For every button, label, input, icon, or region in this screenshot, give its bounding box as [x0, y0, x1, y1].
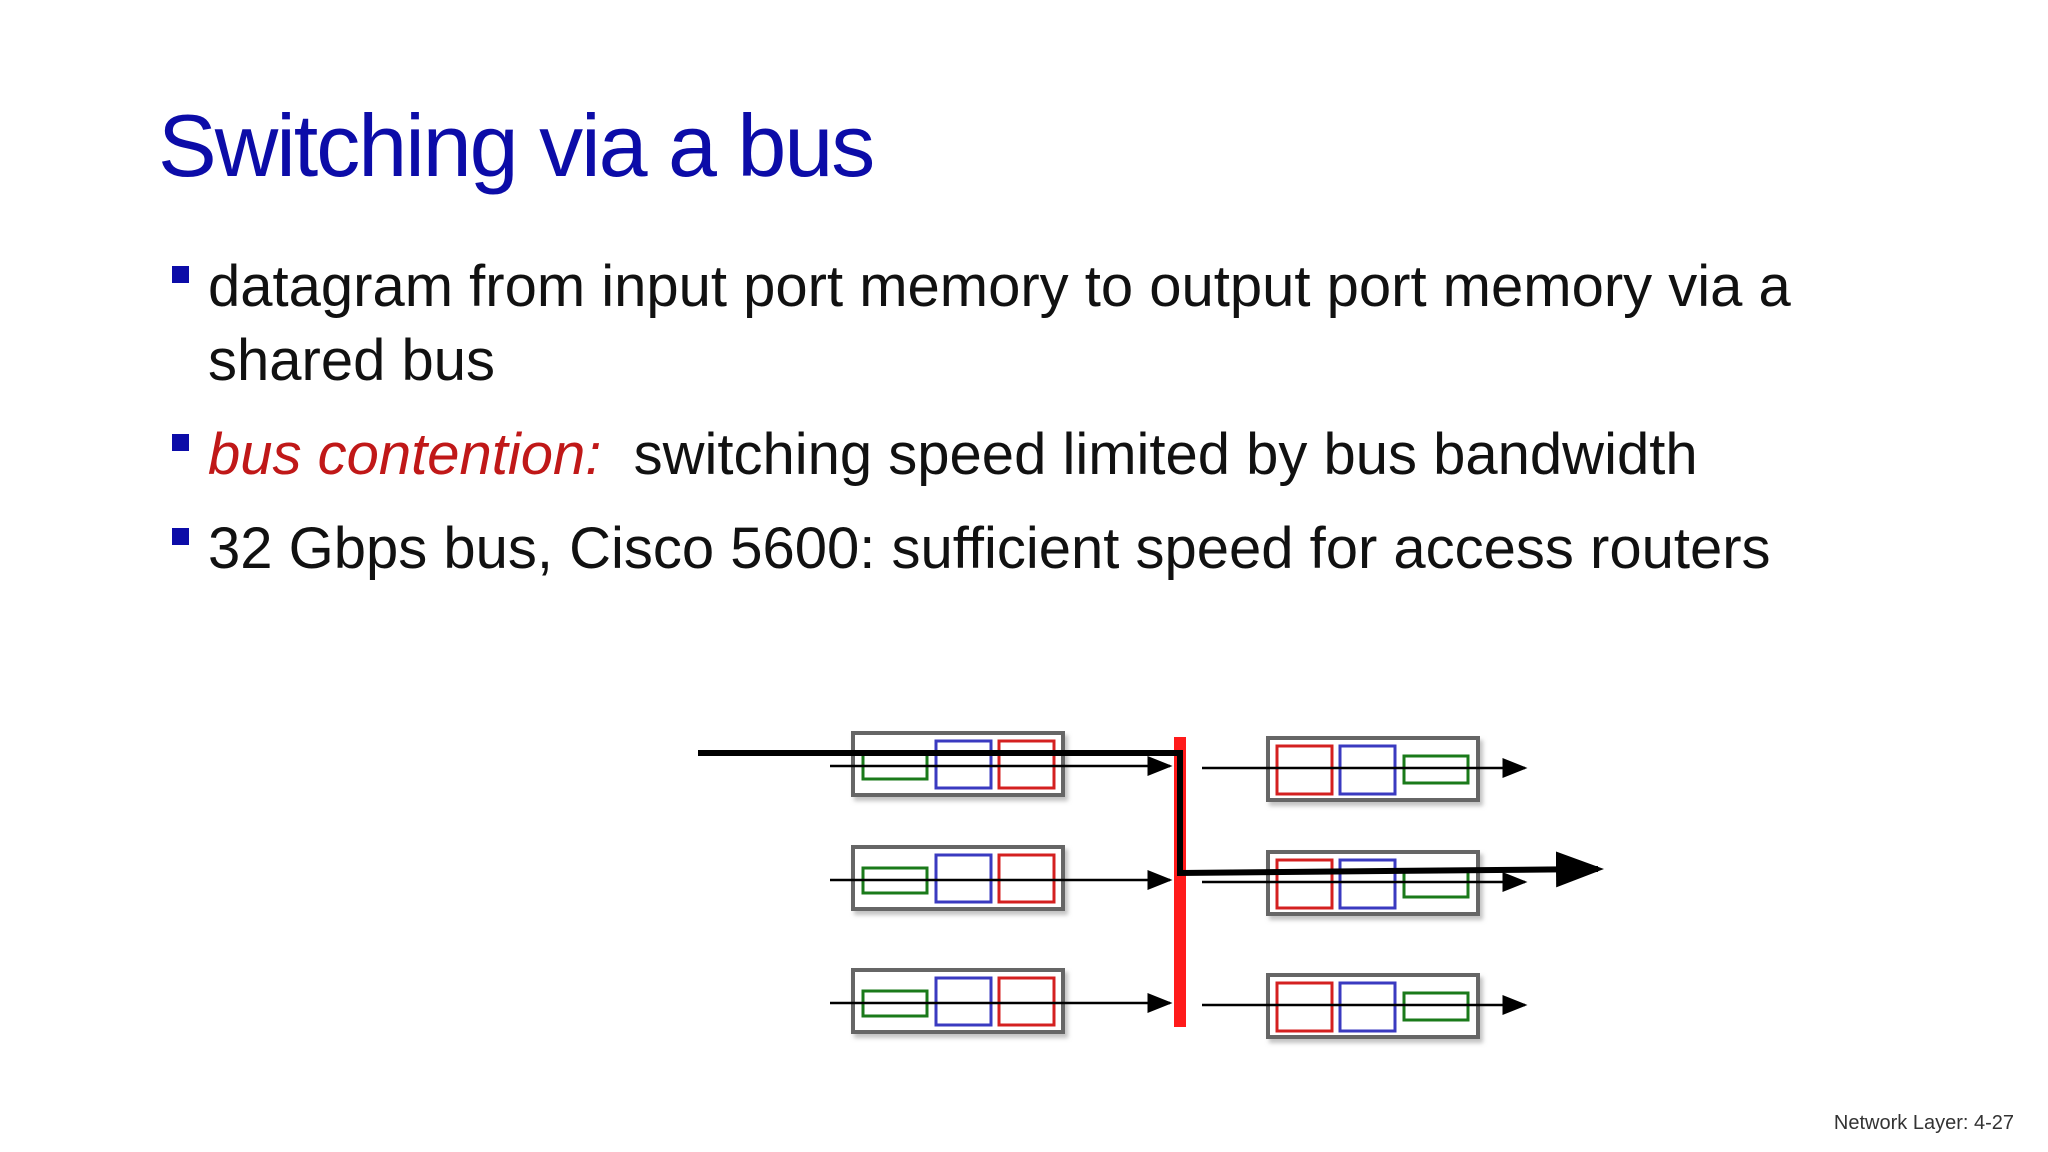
packet-cell: [1402, 754, 1470, 785]
bullet-text: datagram from input port memory to outpu…: [208, 254, 1791, 393]
bullet-emphasis: bus contention:: [208, 422, 602, 487]
packet-cell: [997, 853, 1056, 904]
slide-footer: Network Layer: 4-27: [1833, 1112, 2014, 1134]
packet-cell: [934, 976, 993, 1027]
packet-cell: [934, 853, 993, 904]
packet-cell: [1338, 858, 1397, 910]
input-port: [851, 845, 1065, 911]
packet-cell: [1275, 981, 1334, 1033]
input-port: [851, 731, 1065, 797]
input-port: [851, 968, 1065, 1034]
bullet-text: switching speed limited by bus bandwidth: [633, 422, 1698, 487]
datagram-path-arrow: [698, 750, 1604, 888]
packet-cell: [997, 739, 1056, 790]
square-bullet-icon: [172, 528, 189, 545]
bullet-list: datagram from input port memory to outpu…: [172, 250, 1972, 606]
packet-cell: [997, 976, 1056, 1027]
square-bullet-icon: [172, 266, 189, 283]
packet-cell: [1275, 744, 1334, 796]
bullet-item: bus contention: switching speed limited …: [172, 418, 1972, 492]
packet-cell: [1338, 744, 1397, 796]
bullet-text: 32 Gbps bus, Cisco 5600: sufficient spee…: [208, 516, 1771, 581]
bullet-item: 32 Gbps bus, Cisco 5600: sufficient spee…: [172, 512, 1972, 586]
slide-title: Switching via a bus: [158, 96, 875, 195]
square-bullet-icon: [172, 434, 189, 451]
packet-cell: [1275, 858, 1334, 910]
packet-cell: [1338, 981, 1397, 1033]
packet-cell: [934, 739, 993, 790]
packet-cell: [1402, 991, 1470, 1022]
bullet-item: datagram from input port memory to outpu…: [172, 250, 1972, 398]
